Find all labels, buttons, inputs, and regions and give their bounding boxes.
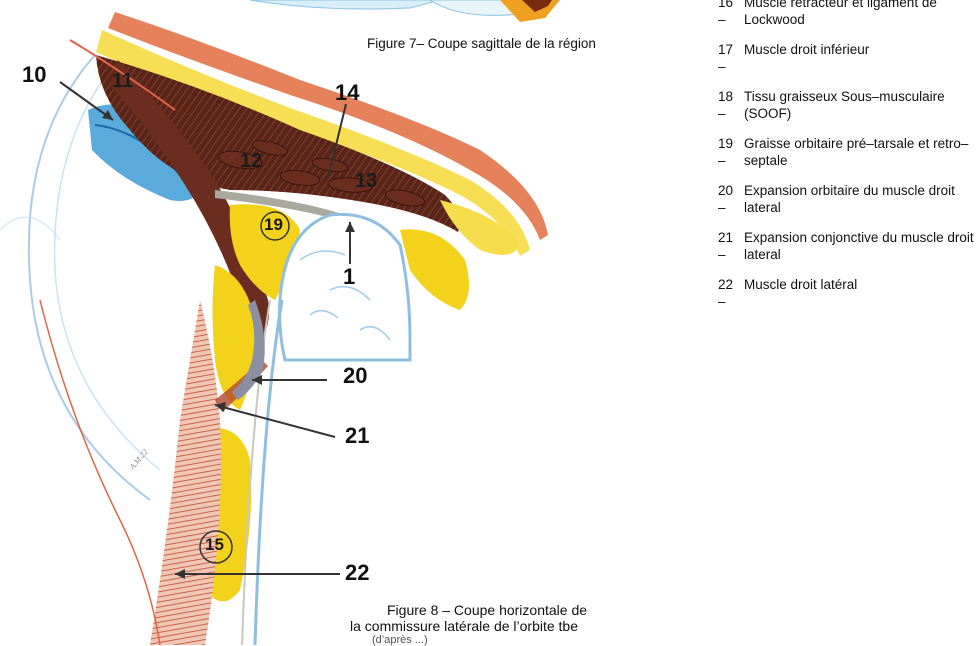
legend-text: Muscle droit inférieur [744, 41, 978, 75]
callout-20: 20 [343, 363, 367, 389]
legend-number: 18 – [718, 88, 744, 122]
legend-number: 21 – [718, 229, 744, 263]
callout-11: 11 [112, 70, 133, 93]
figure7-caption: Figure 7– Coupe sagittale de la région [367, 36, 596, 51]
figure8-caption-line2: la commissure latérale de l’orbite tbe [350, 618, 578, 634]
legend-item: 17 –Muscle droit inférieur [718, 41, 978, 75]
legend-item: 20 –Expansion orbitaire du muscle droit … [718, 182, 978, 216]
legend-list: 16 –Muscle rétracteur et ligament de Loc… [718, 0, 978, 323]
legend-number: 19 – [718, 135, 744, 169]
callout-15: 15 [205, 535, 224, 555]
legend-text: Muscle rétracteur et ligament de Lockwoo… [744, 0, 978, 28]
figure8-caption-line3: (d’après ...) [372, 634, 428, 646]
callout-22: 22 [345, 560, 369, 586]
legend-number: 16 – [718, 0, 744, 28]
callout-13: 13 [355, 170, 377, 193]
legend-number: 20 – [718, 182, 744, 216]
figure8-caption-line1: Figure 8 – Coupe horizontale de [387, 602, 587, 618]
legend-item: 16 –Muscle rétracteur et ligament de Loc… [718, 0, 978, 28]
legend-item: 19 –Graisse orbitaire pré–tarsale et ret… [718, 135, 978, 169]
legend-item: 18 –Tissu graisseux Sous–musculaire (SOO… [718, 88, 978, 122]
callout-19: 19 [264, 215, 283, 235]
legend-text: Graisse orbitaire pré–tarsale et retro–s… [744, 135, 978, 169]
callout-14: 14 [335, 80, 359, 106]
legend-number: 22 – [718, 276, 744, 310]
legend-text: Expansion orbitaire du muscle droit late… [744, 182, 978, 216]
callout-10: 10 [22, 62, 46, 88]
legend-text: Expansion conjonctive du muscle droit la… [744, 229, 978, 263]
legend-text: Muscle droit latéral [744, 276, 978, 310]
legend-text: Tissu graisseux Sous–musculaire (SOOF) [744, 88, 978, 122]
callout-21: 21 [345, 423, 369, 449]
legend-number: 17 – [718, 41, 744, 75]
callout-1: 1 [343, 264, 355, 290]
legend-item: 22 –Muscle droit latéral [718, 276, 978, 310]
lateral-rectus [150, 300, 221, 645]
figure7-remnant [250, 0, 560, 22]
callout-12: 12 [240, 150, 262, 173]
legend-item: 21 –Expansion conjonctive du muscle droi… [718, 229, 978, 263]
